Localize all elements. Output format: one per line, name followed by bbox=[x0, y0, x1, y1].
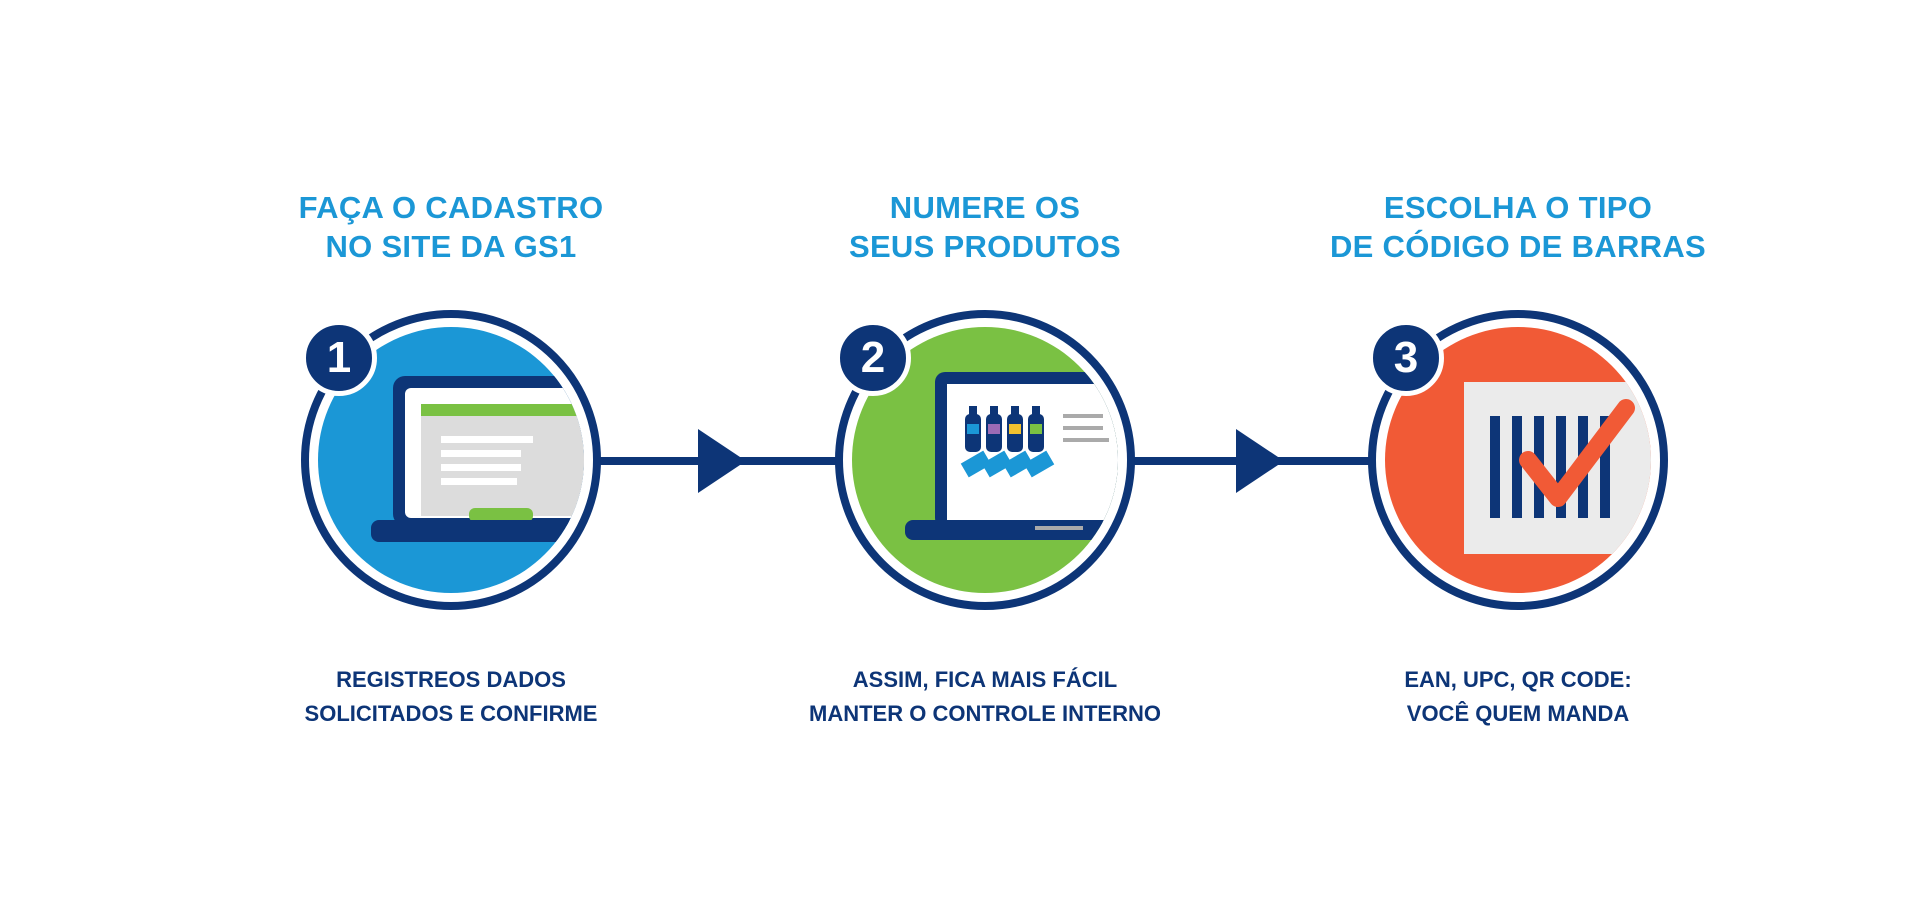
step-3: ESCOLHA O TIPO DE CÓDIGO DE BARRAS bbox=[1288, 0, 1748, 900]
checkmark-icon bbox=[1519, 399, 1635, 507]
step-title-line: ESCOLHA O TIPO bbox=[1383, 190, 1653, 225]
step-title-line: DE CÓDIGO DE BARRAS bbox=[1329, 229, 1706, 264]
bottle-icon bbox=[965, 406, 981, 452]
step-title: ESCOLHA O TIPO DE CÓDIGO DE BARRAS bbox=[1288, 188, 1748, 266]
step-2: NUMERE OS SEUS PRODUTOS bbox=[755, 0, 1215, 900]
step-circle: 3 bbox=[1368, 310, 1668, 610]
step-title-line: FAÇA O CADASTRO bbox=[298, 190, 604, 225]
bottle-icon bbox=[1007, 406, 1023, 452]
step-number-badge: 3 bbox=[1368, 320, 1444, 396]
step-1: FAÇA O CADASTRO NO SITE DA GS1 bbox=[221, 0, 681, 900]
bottle-icon bbox=[986, 406, 1002, 452]
step-description-line: EAN, UPC, QR CODE: bbox=[1404, 667, 1632, 692]
barcode-check-icon bbox=[1368, 310, 1668, 610]
step-title-line: NO SITE DA GS1 bbox=[325, 229, 577, 264]
step-number-badge: 2 bbox=[835, 320, 911, 396]
step-circle: 2 bbox=[835, 310, 1135, 610]
step-number-badge: 1 bbox=[301, 320, 377, 396]
step-description-line: ASSIM, FICA MAIS FÁCIL bbox=[852, 667, 1118, 692]
step-description: EAN, UPC, QR CODE: VOCÊ QUEM MANDA bbox=[1288, 663, 1748, 731]
step-description-line: REGISTREOS DADOS bbox=[336, 667, 566, 692]
arrow-right-icon bbox=[1236, 429, 1284, 493]
step-description-line: SOLICITADOS E CONFIRME bbox=[304, 701, 598, 726]
step-title: FAÇA O CADASTRO NO SITE DA GS1 bbox=[221, 188, 681, 266]
step-title-line: SEUS PRODUTOS bbox=[848, 229, 1122, 264]
laptop-form-icon bbox=[301, 310, 601, 610]
step-description-line: VOCÊ QUEM MANDA bbox=[1406, 701, 1630, 726]
step-description: ASSIM, FICA MAIS FÁCIL MANTER O CONTROLE… bbox=[755, 663, 1215, 731]
step-description-line: MANTER O CONTROLE INTERNO bbox=[809, 701, 1161, 726]
step-title: NUMERE OS SEUS PRODUTOS bbox=[755, 188, 1215, 266]
step-title-line: NUMERE OS bbox=[889, 190, 1081, 225]
bottle-icon bbox=[1028, 406, 1044, 452]
arrow-right-icon bbox=[698, 429, 746, 493]
step-circle: 1 bbox=[301, 310, 601, 610]
step-description: REGISTREOS DADOS SOLICITADOS E CONFIRME bbox=[221, 663, 681, 731]
laptop-products-icon bbox=[835, 310, 1135, 610]
